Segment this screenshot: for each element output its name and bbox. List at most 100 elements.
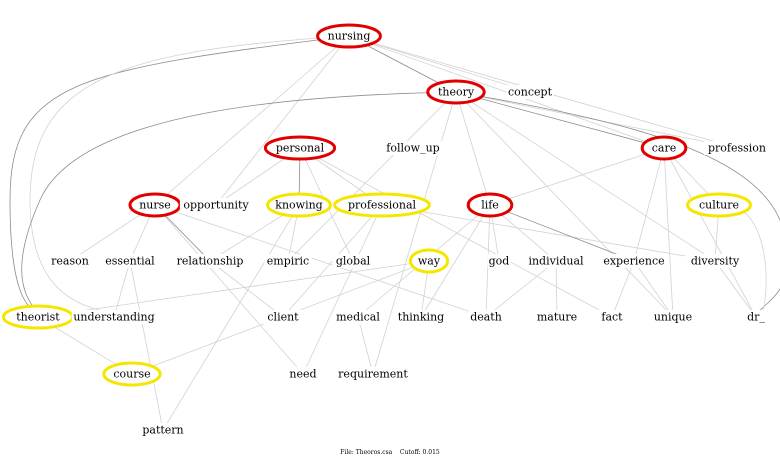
edge-theory-theorist	[21, 91, 457, 318]
edge-individual-death	[485, 260, 557, 318]
edge-essential-pattern	[129, 260, 164, 431]
edge-care-dr_	[663, 147, 757, 318]
footer-cutoff: Cutoff: 0.015	[399, 449, 440, 456]
node-halo-thinking	[394, 310, 448, 324]
node-knowing: knowing	[266, 192, 332, 218]
node-halo-opportunity	[179, 198, 253, 212]
node-requirement: requirement	[336, 367, 410, 381]
node-halo-fact	[597, 310, 627, 324]
node-label-need: need	[289, 368, 316, 381]
node-personal: personal	[263, 135, 337, 161]
node-pattern: pattern	[139, 423, 187, 437]
edge-care-experience	[633, 147, 665, 262]
node-way: way	[408, 248, 450, 274]
node-label-requirement: requirement	[338, 368, 408, 381]
edge-nursing-theorist	[9, 35, 350, 318]
node-label-culture: culture	[699, 199, 739, 212]
node-thinking: thinking	[394, 310, 448, 324]
edge-theory-diversity	[455, 91, 716, 262]
node-ring-way	[408, 248, 450, 274]
node-label-relationship: relationship	[177, 255, 244, 268]
node-halo-individual	[523, 254, 589, 268]
node-life: life	[466, 192, 514, 218]
node-label-global: global	[336, 255, 371, 268]
node-ring-care	[640, 135, 688, 161]
edge-theory-care	[455, 91, 665, 149]
node-label-concept: concept	[508, 86, 553, 99]
node-halo-profession	[704, 141, 770, 155]
node-halo-death	[468, 310, 504, 324]
node-label-god: god	[489, 255, 510, 268]
node-ring-knowing	[266, 192, 332, 218]
edge-medical-requirement	[357, 316, 374, 375]
node-unique: unique	[652, 310, 694, 324]
node-ring-personal	[263, 135, 337, 161]
node-halo-empiric	[264, 254, 312, 268]
node-reason: reason	[49, 254, 91, 268]
node-label-essential: essential	[105, 255, 155, 268]
edge-experience-fact	[611, 260, 635, 318]
edge-individual-mature	[555, 260, 558, 318]
node-label-profession: profession	[708, 142, 766, 155]
edge-professional-need	[302, 204, 383, 375]
edge-knowing-pattern	[162, 204, 300, 431]
edge-theory-life	[455, 91, 491, 206]
node-experience: experience	[601, 254, 667, 268]
node-halo-medical	[334, 310, 382, 324]
node-halo-requirement	[336, 367, 410, 381]
node-halo-global	[332, 254, 374, 268]
node-halo-client	[262, 310, 304, 324]
edge-way-theorist	[37, 260, 430, 318]
edge-theory-requirement	[372, 91, 457, 375]
node-label-medical: medical	[336, 311, 380, 324]
nodes-layer: nursing theory concept personal follow_up car…	[1, 23, 770, 437]
node-death: death	[468, 310, 504, 324]
footer-file: File: Theoros.csa	[340, 449, 393, 456]
node-label-nursing: nursing	[328, 30, 371, 43]
node-course: course	[102, 361, 162, 387]
edge-life-experience	[489, 204, 635, 262]
node-halo-concept	[506, 85, 554, 99]
node-god: god	[487, 254, 511, 268]
node-care: care	[640, 135, 688, 161]
footer-caption: File: Theoros.csa Cutoff: 0.015	[0, 449, 780, 456]
node-concept: concept	[506, 85, 554, 99]
node-label-care: care	[652, 142, 677, 155]
node-label-death: death	[470, 311, 502, 324]
node-profession: profession	[704, 141, 770, 155]
node-label-mature: mature	[537, 311, 577, 324]
node-label-client: client	[267, 311, 299, 324]
node-empiric: empiric	[264, 254, 312, 268]
edge-nursing-nurse	[154, 35, 350, 206]
node-nurse: nurse	[128, 192, 182, 218]
node-label-follow_up: follow_up	[386, 142, 439, 155]
node-label-dr_: dr_	[747, 311, 765, 324]
node-label-way: way	[418, 255, 441, 268]
node-dr_: dr_	[744, 310, 768, 324]
node-fact: fact	[597, 310, 627, 324]
node-halo-experience	[601, 254, 667, 268]
node-halo-mature	[536, 310, 578, 324]
node-halo-relationship	[170, 254, 250, 268]
edge-theory-unique	[455, 91, 674, 318]
edge-theory-dr_	[455, 91, 780, 318]
node-label-life: life	[481, 199, 499, 212]
node-halo-reason	[49, 254, 91, 268]
node-label-theorist: theorist	[16, 311, 60, 324]
node-label-diversity: diversity	[691, 255, 740, 268]
node-label-professional: professional	[348, 199, 417, 212]
edge-care-unique	[663, 147, 674, 318]
node-need: need	[288, 367, 318, 381]
edge-life-thinking	[420, 204, 491, 318]
node-nursing: nursing	[316, 23, 382, 49]
node-ring-course	[102, 361, 162, 387]
node-halo-unique	[652, 310, 694, 324]
edge-professional-diversity	[381, 204, 716, 262]
node-label-individual: individual	[528, 255, 584, 268]
node-client: client	[262, 310, 304, 324]
edge-diversity-dr_	[714, 260, 757, 318]
node-halo-understanding	[71, 310, 157, 324]
node-label-theory: theory	[438, 86, 475, 99]
node-understanding: understanding	[71, 310, 157, 324]
